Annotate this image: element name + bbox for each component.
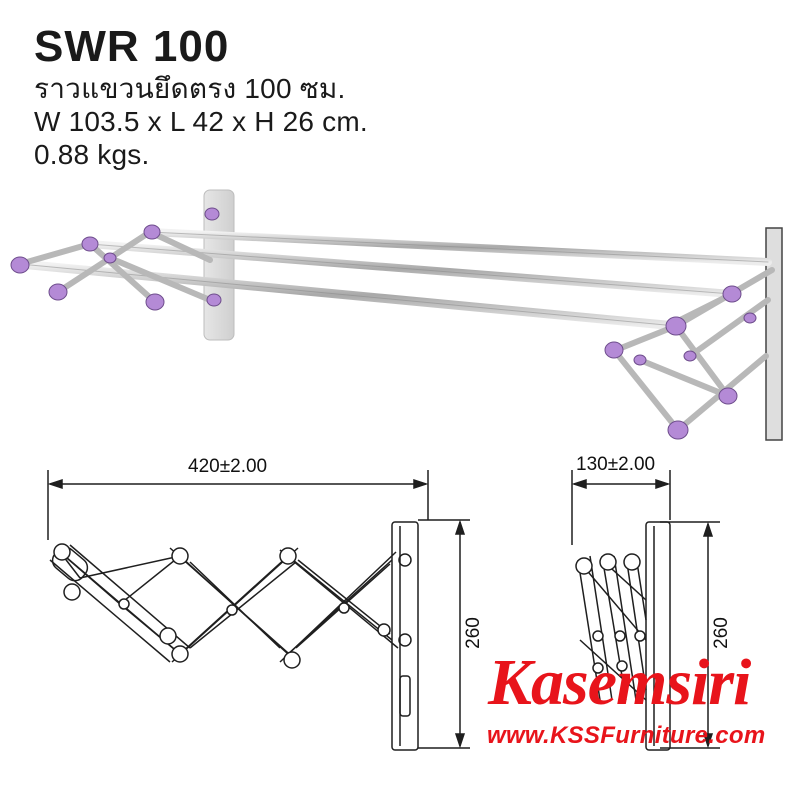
- folded-depth-label: 130±2.00: [576, 454, 656, 475]
- drawing-pivots: [53, 543, 391, 669]
- left-scissor-arms: [17, 229, 213, 305]
- right-wall-plate: [765, 227, 783, 441]
- rails: [15, 228, 772, 331]
- product-name: ราวแขวนยึดตรง 100 ซม.: [34, 73, 346, 104]
- kasemsiri-logo: Kasemsiri: [488, 646, 751, 719]
- height-label-left: 260: [462, 617, 484, 649]
- joint-caps: [10, 207, 757, 440]
- spec-block: SWR 100 ราวแขวนยึดตรง 100 ซม. W 103.5 x …: [34, 22, 368, 171]
- product-weight: 0.88 kgs.: [34, 139, 150, 170]
- model-title: SWR 100: [34, 22, 230, 71]
- product-dimensions: W 103.5 x L 42 x H 26 cm.: [34, 106, 368, 137]
- watermark-url: www.KSSFurniture.com: [487, 722, 766, 749]
- extended-length-label: 420±2.00: [188, 456, 268, 477]
